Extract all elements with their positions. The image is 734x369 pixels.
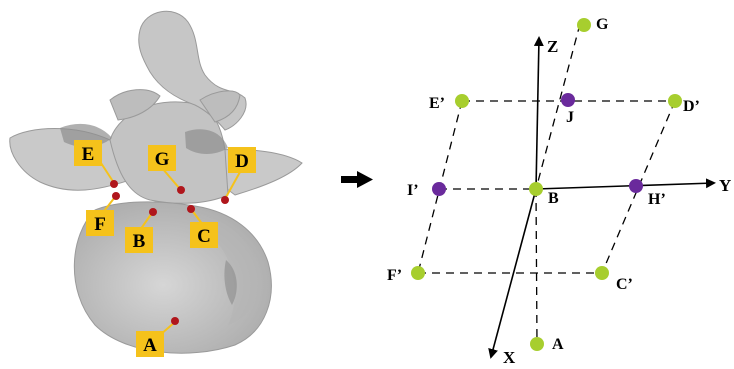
point-label-j: J <box>566 109 574 126</box>
point-label-d-prime: D’ <box>683 98 700 115</box>
label-g: G <box>155 149 170 170</box>
label-b: B <box>133 231 146 252</box>
point-label-f-prime: F’ <box>387 267 402 284</box>
landmark-marker-d <box>221 196 229 204</box>
point-a <box>530 337 544 351</box>
y-axis <box>536 183 714 189</box>
label-d: D <box>235 151 249 172</box>
z-axis <box>536 38 539 189</box>
point-label-h-prime: H’ <box>648 191 666 208</box>
point-i-prime <box>432 182 446 196</box>
coordinate-diagram: Z Y X G E’ J D’ I’ B H’ F’ C’ <box>387 16 731 367</box>
landmark-marker-e <box>110 180 118 188</box>
label-f: F <box>94 214 106 235</box>
point-label-g: G <box>596 16 609 33</box>
label-a: A <box>143 335 157 356</box>
point-label-i-prime: I’ <box>407 182 419 199</box>
axis-label-x: X <box>503 348 516 367</box>
point-label-b: B <box>548 190 559 207</box>
point-b <box>529 182 543 196</box>
point-label-a: A <box>552 336 564 353</box>
point-f-prime <box>411 266 425 280</box>
label-e: E <box>82 144 95 165</box>
point-e-prime <box>455 94 469 108</box>
label-c: C <box>197 226 211 247</box>
landmark-marker-g <box>177 186 185 194</box>
vertebra-illustration <box>10 11 302 353</box>
point-label-c-prime: C’ <box>616 276 633 293</box>
axes <box>491 38 714 357</box>
landmark-marker-a <box>171 317 179 325</box>
point-j <box>561 93 575 107</box>
point-c-prime <box>595 266 609 280</box>
landmark-marker-b <box>149 208 157 216</box>
point-h-prime <box>629 179 643 193</box>
axis-label-z: Z <box>547 37 558 56</box>
x-axis <box>491 189 536 357</box>
point-g <box>577 18 591 32</box>
landmark-marker-c <box>187 205 195 213</box>
transform-arrow-icon <box>341 171 373 188</box>
point-label-e-prime: E’ <box>429 95 445 112</box>
points <box>411 18 682 351</box>
landmark-marker-f <box>112 192 120 200</box>
axis-label-y: Y <box>719 176 731 195</box>
point-d-prime <box>668 94 682 108</box>
